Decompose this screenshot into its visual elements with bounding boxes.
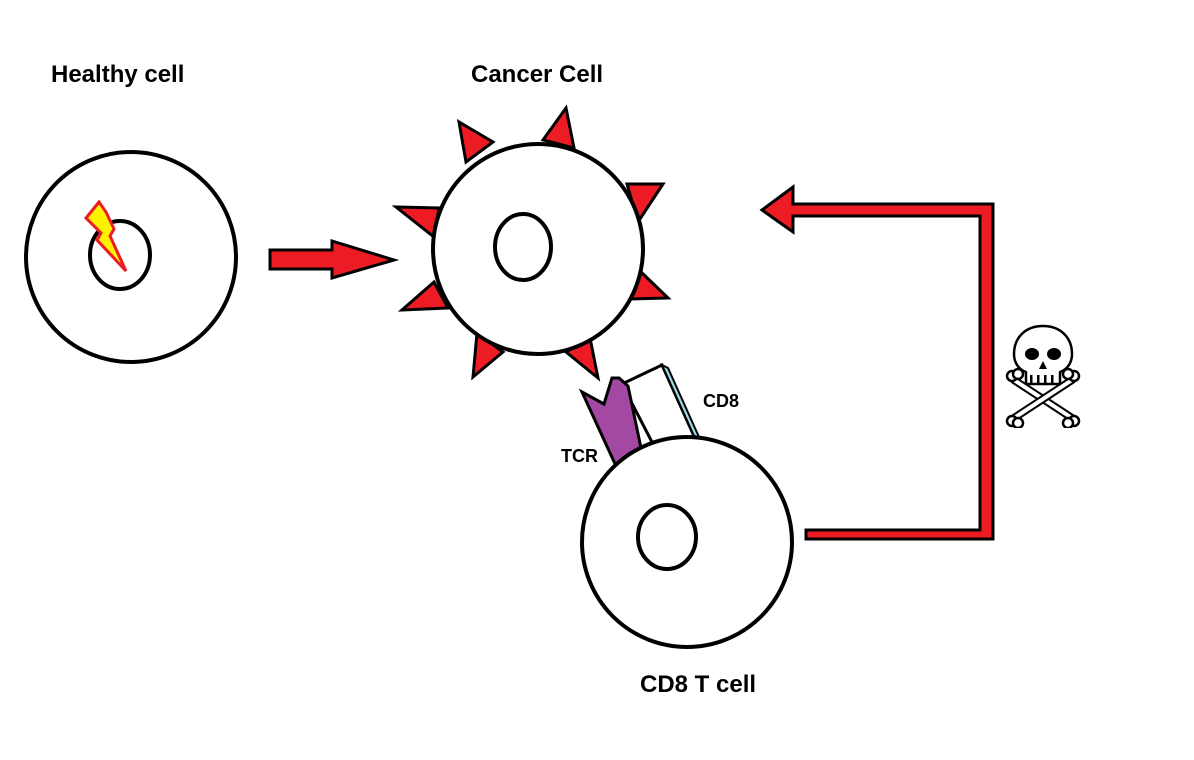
- healthy-cell: [24, 150, 238, 364]
- cd8-t-cell-nucleus: [636, 503, 698, 571]
- cd8-t-cell-label: CD8 T cell: [640, 671, 757, 698]
- cancer-cell-label: Cancer Cell: [471, 61, 604, 88]
- skull-and-crossbones-icon: [1005, 324, 1081, 428]
- spike: [397, 279, 451, 312]
- transformation-arrow: [268, 238, 400, 280]
- cancer-cell-spikes: [391, 104, 672, 382]
- cancer-cell: [391, 104, 672, 382]
- spike: [540, 104, 576, 151]
- healthy-cell-label: Healthy cell: [51, 61, 185, 88]
- lightning-bolt-icon: [83, 199, 128, 273]
- tcr-label: TCR: [561, 446, 598, 466]
- cancer-cell-nucleus: [493, 212, 553, 282]
- cd8-t-cell: [580, 435, 794, 649]
- kill-arrow: [759, 184, 995, 541]
- spike: [456, 119, 496, 165]
- cd8-label: CD8: [703, 391, 740, 411]
